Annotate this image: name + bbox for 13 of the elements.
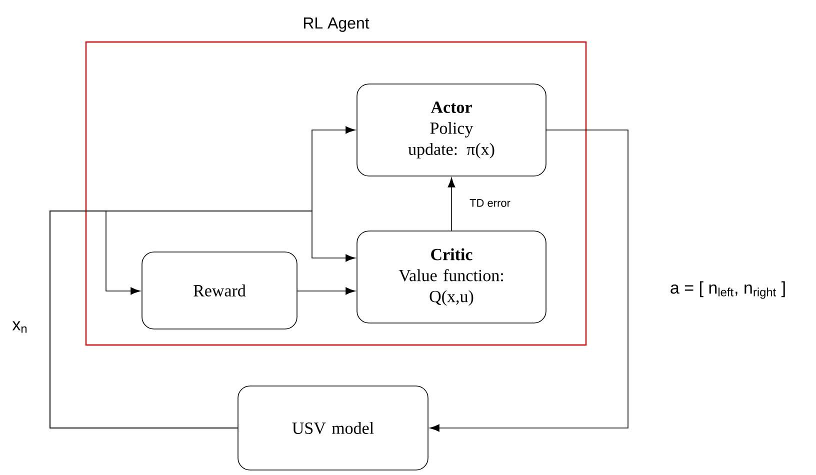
edge-label: TD error — [470, 199, 510, 207]
edge-label: x$_{n}$ — [12, 321, 27, 333]
agent-frame — [85, 41, 587, 346]
arrow — [297, 287, 356, 295]
process-box: USV model — [238, 386, 428, 470]
arrow — [50, 210, 238, 428]
process-box: Reward — [142, 252, 298, 330]
edge-label: a = [ n$_{left}$, n$_{right}$ ] — [670, 281, 785, 299]
arrow — [448, 178, 456, 231]
frame-title: RL Agent — [304, 18, 370, 32]
process-box: Actor Policy update: π(x) — [356, 84, 546, 176]
arrow — [430, 130, 628, 432]
process-box: Critic Value function: Q(x,u) — [356, 230, 546, 324]
